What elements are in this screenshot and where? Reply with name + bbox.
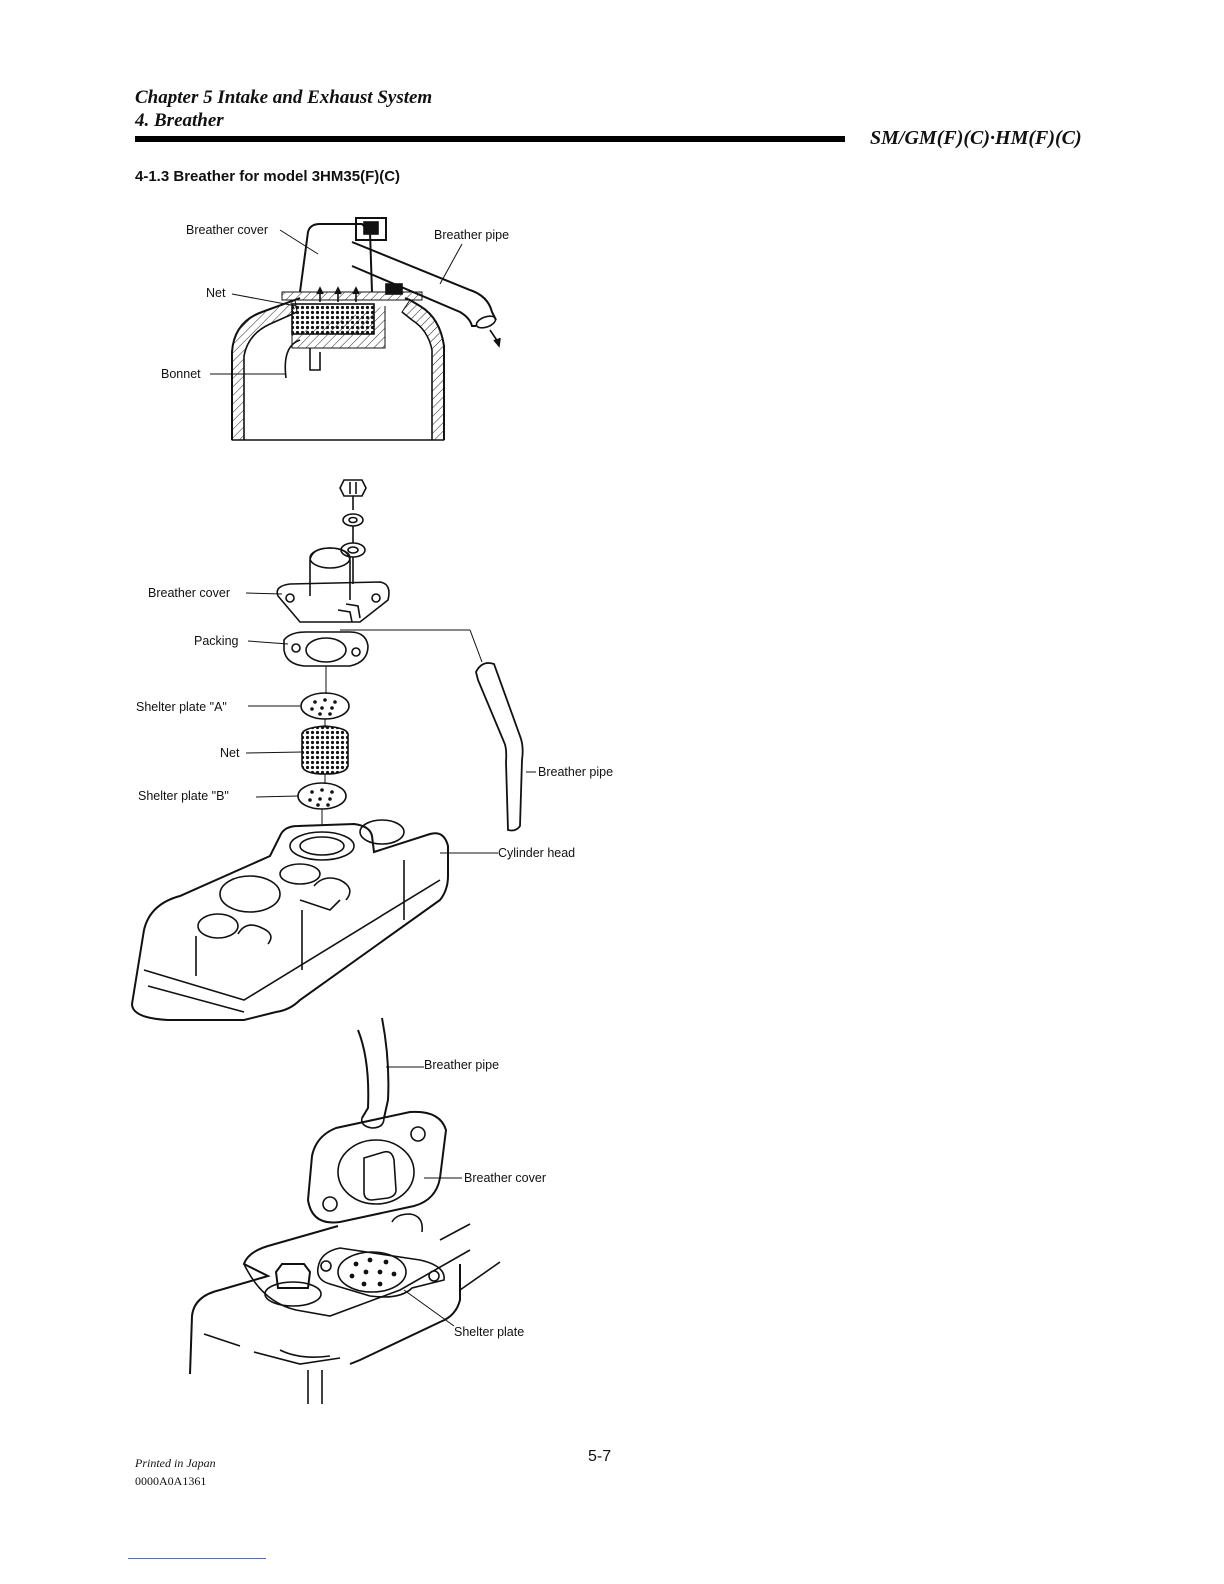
document-code: 0000A0A1361 <box>135 1474 207 1488</box>
breather-cover-exploded <box>276 581 390 623</box>
figure-2-exploded-view <box>130 479 524 1021</box>
net-exploded <box>301 725 349 775</box>
label-breather-cover-3: Breather cover <box>464 1171 546 1185</box>
label-net-1: Net <box>206 286 226 300</box>
breather-pipe-installed <box>357 1017 390 1119</box>
breather-pipe-section <box>351 241 497 327</box>
page-number: 5-7 <box>588 1448 612 1465</box>
label-bonnet-1: Bonnet <box>161 367 201 381</box>
label-packing: Packing <box>194 634 239 648</box>
label-shelter-plate: Shelter plate <box>454 1325 524 1339</box>
header-rule <box>135 136 845 142</box>
label-breather-pipe-2: Breather pipe <box>538 765 613 779</box>
figure-1-leaders <box>210 229 463 375</box>
breather-pipe-exploded <box>475 662 524 832</box>
subsection-title: 4-1.3 Breather for model 3HM35(F)(C) <box>135 168 401 185</box>
oil-filler-cap <box>274 1263 312 1289</box>
figure-3-leaders <box>386 1066 462 1327</box>
shelter-plate-b <box>297 782 347 810</box>
label-breather-cover-2: Breather cover <box>148 586 230 600</box>
breather-cover-installed <box>306 1110 448 1224</box>
label-breather-cover-1: Breather cover <box>186 223 268 237</box>
cylinder-head-installed <box>189 1225 461 1375</box>
label-breather-pipe-1: Breather pipe <box>434 228 509 242</box>
label-cylinder-head: Cylinder head <box>498 846 575 860</box>
figure-3-installed-view <box>189 1017 501 1404</box>
figure-2-leaders <box>245 592 536 854</box>
breather-cover-section <box>299 223 373 293</box>
footer-rule <box>128 1558 266 1559</box>
lock-washer <box>342 513 364 527</box>
bolt <box>339 479 367 497</box>
flat-washer <box>340 542 366 558</box>
label-shelter-plate-b: Shelter plate "B" <box>138 789 229 803</box>
packing <box>283 631 369 667</box>
label-shelter-plate-a: Shelter plate "A" <box>136 700 227 714</box>
shelter-plate-installed <box>316 1247 445 1298</box>
figure-1-section-view <box>231 217 501 441</box>
chapter-title: Chapter 5 Intake and Exhaust System <box>135 87 433 108</box>
section-title-header: 4. Breather <box>135 110 224 131</box>
model-designation: SM/GM(F)(C)·HM(F)(C) <box>870 127 1082 149</box>
shelter-plate-a <box>300 692 350 720</box>
label-net-2: Net <box>220 746 240 760</box>
cylinder-head <box>130 822 449 1021</box>
label-breather-pipe-3: Breather pipe <box>424 1058 499 1072</box>
printed-in-japan: Printed in Japan <box>135 1456 216 1470</box>
